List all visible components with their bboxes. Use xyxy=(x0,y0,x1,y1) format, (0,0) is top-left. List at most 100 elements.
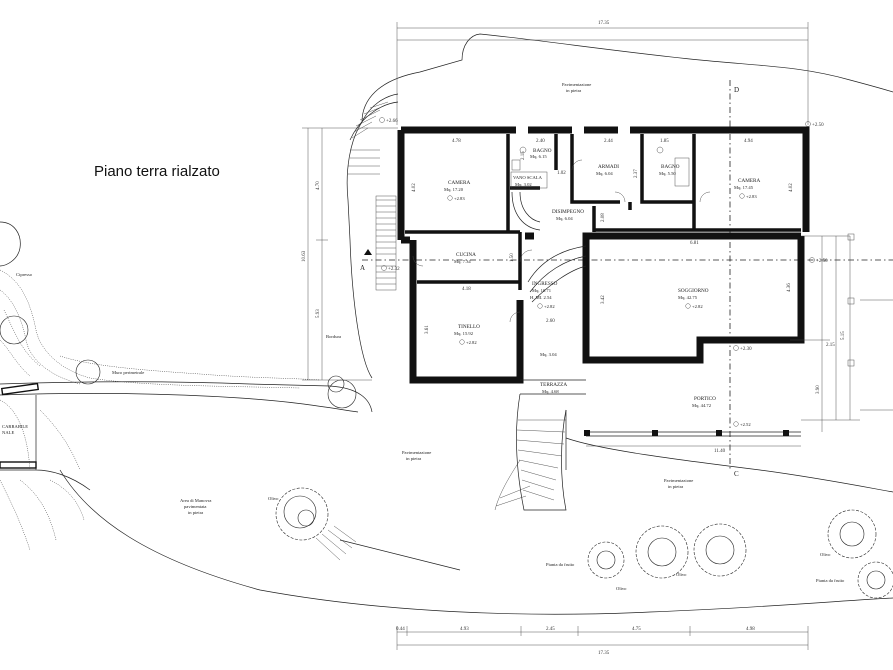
label-olivo-1: Olivo xyxy=(268,496,279,501)
site-boundary-left xyxy=(346,121,373,379)
dim-ingresso-w: 2.60 xyxy=(546,319,555,324)
site-boundary-bottom xyxy=(59,469,893,615)
dim-camera-r-h: 4.02 xyxy=(789,183,794,192)
room-ingresso-level: +2.82 xyxy=(544,304,555,309)
sheet-title: Piano terra rialzato xyxy=(94,163,220,180)
site-edge-lower-left xyxy=(339,539,461,571)
room-soggiorno-level: +2.82 xyxy=(692,304,703,309)
label-cipresso: Cipresso xyxy=(16,272,33,277)
room-ingresso-extra: H. MI. 2.54 xyxy=(530,295,552,300)
bottom-dimension-chain: 0.44 4.93 2.45 4.75 4.98 17.35 xyxy=(396,626,809,656)
room-cucina-name: CUCINA xyxy=(456,252,476,258)
dim-portico-height: 3.90 xyxy=(816,385,821,394)
label-pianta-frutto-2: Pianta da frutto xyxy=(816,578,845,583)
pav-mid-line2: in pietra xyxy=(406,456,421,461)
label-olivo-2: Olivo xyxy=(676,572,687,577)
label-pianta-frutto-1: Pianta da frutto xyxy=(546,562,575,567)
room-camera-left-level: +2.83 xyxy=(454,196,465,201)
dim-bagno-h: 2.15 xyxy=(521,151,526,160)
vegetation xyxy=(0,221,893,599)
label-muro: Muro perimetrale xyxy=(112,370,144,375)
olive-tree-3 xyxy=(693,523,747,577)
dim-soggiorno-height: 4.36 xyxy=(787,283,792,292)
dim-camera-l-h: 4.02 xyxy=(412,183,417,192)
carrabile-line2: NALE xyxy=(2,430,14,435)
room-armadi-name: ARMADI xyxy=(598,164,619,170)
level-portico-right: +2.30 xyxy=(740,347,752,352)
dim-left-part-1: 4.70 xyxy=(316,181,321,190)
dim-left-part-2: 5.93 xyxy=(316,309,321,318)
garden-edge-right xyxy=(565,437,893,493)
site-boundary-top xyxy=(361,33,893,123)
dim-tinello-w: 4.18 xyxy=(462,287,471,292)
level-left: +2.32 xyxy=(388,267,400,272)
driveway-edge xyxy=(0,395,91,491)
dim-room-w-5: 4.94 xyxy=(744,139,753,144)
dim-bottom-0: 0.44 xyxy=(396,627,405,632)
path-edge-upper xyxy=(0,381,373,413)
room-bagno-1-area: Mq. 6.15 xyxy=(530,154,547,159)
olive-tree-2 xyxy=(635,525,689,579)
dim-armadi-h: 2.37 xyxy=(634,169,639,178)
dim-top-total: 17.35 xyxy=(598,21,610,26)
interior-dimensions: 4.78 2.40 2.44 1.85 4.94 6.81 4.18 2.60 … xyxy=(412,139,794,334)
dim-disimpegno-h: 2.08 xyxy=(601,213,606,222)
dim-room-w-2: 2.40 xyxy=(536,139,545,144)
label-bordura: Bordura xyxy=(326,334,341,339)
room-camera-left-area: Mq. 17.20 xyxy=(444,187,464,192)
dim-bottom-total: 17.35 xyxy=(598,651,610,656)
label-olivo-4: Olivo xyxy=(616,586,627,591)
dim-right-side-1: 5.15 xyxy=(841,331,846,340)
dim-room-w-3: 2.44 xyxy=(604,139,613,144)
room-soggiorno-name: SOGGIORNO xyxy=(678,288,709,294)
label-olivo-3: Olivo xyxy=(820,552,831,557)
staircase-upper-left xyxy=(348,93,399,291)
path-edge-lower xyxy=(0,393,359,413)
room-tinello-level: +2.82 xyxy=(466,340,477,345)
room-bagno-1-name: BAGNO xyxy=(533,148,552,154)
section-line-a: A xyxy=(360,249,893,272)
room-camera-right-area: Mq. 17.45 xyxy=(734,185,754,190)
dim-soggiorno-w: 6.81 xyxy=(690,241,699,246)
carrabile-line1: CARRABILE xyxy=(2,424,28,429)
curved-stair-terrace xyxy=(494,393,567,511)
room-vano-scala-name: VANO SCALA xyxy=(513,175,543,180)
left-vertical-dimension: 10.63 4.70 5.93 xyxy=(302,127,398,381)
room-labels: CAMERA Mq. 17.20 +2.83 BAGNO Mq. 6.15 VA… xyxy=(444,148,760,427)
pav-top-line1: Pavimentazione xyxy=(562,82,591,87)
dim-ingresso-h: 3.42 xyxy=(601,295,606,304)
pav-right-line2: in pietra xyxy=(668,484,683,489)
level-top-right: +2.50 xyxy=(812,123,824,128)
dim-disimpegno-w: 1.02 xyxy=(557,171,566,176)
section-d-label: D xyxy=(734,86,739,94)
olive-tree-1 xyxy=(275,487,329,541)
room-bagno-2-name: BAGNO xyxy=(661,164,680,170)
fruit-tree-1 xyxy=(587,541,625,579)
level-markers: +2.66 +2.50 +2.32 +2.50 +2.30 xyxy=(379,117,828,352)
pav-top-line2: in pietra xyxy=(566,88,581,93)
section-a-label: A xyxy=(360,264,365,272)
dim-cucina-h: 1.50 xyxy=(510,253,515,262)
section-line-dc: D C xyxy=(729,80,739,478)
room-tinello-area: Mq. 15.92 xyxy=(454,331,474,336)
area-manovra-line1: Area di Manovra xyxy=(180,498,211,503)
level-top-left: +2.66 xyxy=(386,119,398,124)
area-manovra-line3: in pietra xyxy=(188,510,203,515)
room-vano-scala-area: Mq. 3.02 xyxy=(515,182,532,187)
room-camera-right-level: +2.83 xyxy=(746,194,757,199)
top-dimension-chain: 17.35 xyxy=(396,21,809,125)
room-terrazza-area: Mq. 4.68 xyxy=(542,389,559,394)
room-soggiorno-area: Mq. 42.75 xyxy=(678,295,698,300)
room-cucina-area: Mq. 7.34 xyxy=(454,259,471,264)
dim-bottom-1: 4.93 xyxy=(460,627,469,632)
dim-right-side-2: 2.15 xyxy=(826,343,835,348)
section-c-label: C xyxy=(734,470,739,478)
room-bagno-2-area: Mq. 5.50 xyxy=(659,171,676,176)
room-ingresso-name: INGRESSO xyxy=(532,281,558,287)
room-ingresso-area: Mq. 10.71 xyxy=(532,288,552,293)
pav-right-line1: Pavimentazione xyxy=(664,478,693,483)
dim-bottom-4: 4.98 xyxy=(746,627,755,632)
dim-room-w-4: 1.85 xyxy=(660,139,669,144)
fruit-tree-2 xyxy=(857,561,893,599)
